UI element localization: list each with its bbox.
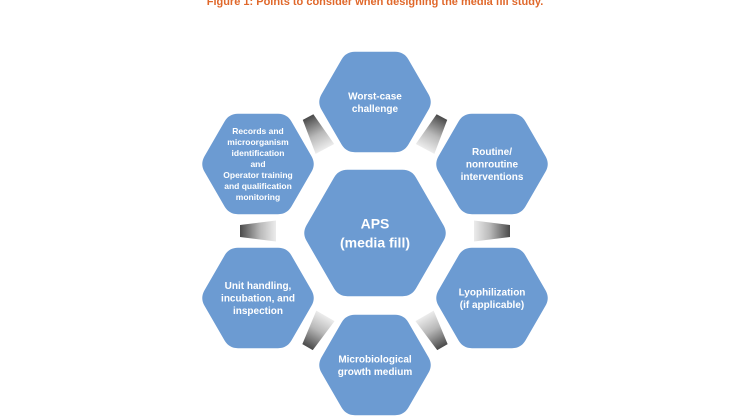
figure-caption-text: Points to consider when designing the me… [253, 0, 544, 8]
hex-unit-handling-shape [202, 247, 314, 349]
hex-records-label-line: microorganism [227, 137, 289, 147]
hexagons: Worst-case challengeRoutine/nonroutineint… [202, 51, 548, 416]
hex-lyophilization-shape [436, 247, 548, 349]
hex-worst-case-label-line: challenge [352, 104, 399, 115]
connector-microbiological [302, 310, 335, 351]
hex-center-aps-label-line: APS [361, 215, 390, 231]
hex-records-shape [202, 113, 314, 215]
hex-records-label-line: monitoring [236, 192, 280, 202]
hex-lyophilization: Lyophilization (if applicable) [436, 247, 548, 349]
hex-routine-label-line: interventions [461, 172, 524, 183]
hex-worst-case-label-line: Worst-case [348, 91, 402, 102]
hex-unit-handling-label-line: Unit handling, [225, 281, 292, 292]
connectors [240, 114, 510, 351]
hex-center-aps-label-line: (media fill) [340, 234, 410, 250]
figure-caption: Figure 1: Points to consider when design… [0, 0, 750, 8]
hex-lyophilization-label-line: (if applicable) [460, 300, 524, 311]
hex-worst-case: Worst-case challenge [319, 51, 431, 153]
connector-unit-handling [240, 220, 276, 242]
hex-records-label-line: identification [232, 148, 285, 158]
connector-records [302, 114, 335, 154]
connector-lyophilization [415, 310, 448, 351]
hex-records: Records andmicroorganismidentificationan… [202, 113, 314, 215]
hex-records-label-line: Operator training [223, 170, 292, 180]
hex-worst-case-shape [319, 51, 431, 153]
hex-microbiological-label-line: Microbiological [338, 354, 412, 365]
connector-routine [474, 220, 510, 242]
hex-records-label-line: and qualification [224, 181, 292, 191]
hex-routine-label-line: nonroutine [466, 160, 519, 171]
hex-microbiological-label-line: growth medium [338, 367, 413, 378]
hex-lyophilization-label-line: Lyophilization [459, 287, 526, 298]
hex-unit-handling-label-line: inspection [233, 306, 283, 317]
hex-microbiological: Microbiological growth medium [319, 314, 431, 416]
hex-microbiological-shape [319, 314, 431, 416]
figure-caption-lead: Figure 1: [206, 0, 254, 8]
hex-records-label-line: and [250, 159, 265, 169]
hex-records-label-line: Records and [232, 126, 284, 136]
hex-center-aps-shape [304, 169, 446, 297]
hex-routine-shape [436, 113, 548, 215]
connector-worst-case [415, 114, 448, 154]
hex-unit-handling-label-line: incubation, and [221, 294, 295, 305]
hex-routine-label-line: Routine/ [472, 147, 512, 158]
hex-center-aps: APS (media fill) [304, 169, 446, 297]
